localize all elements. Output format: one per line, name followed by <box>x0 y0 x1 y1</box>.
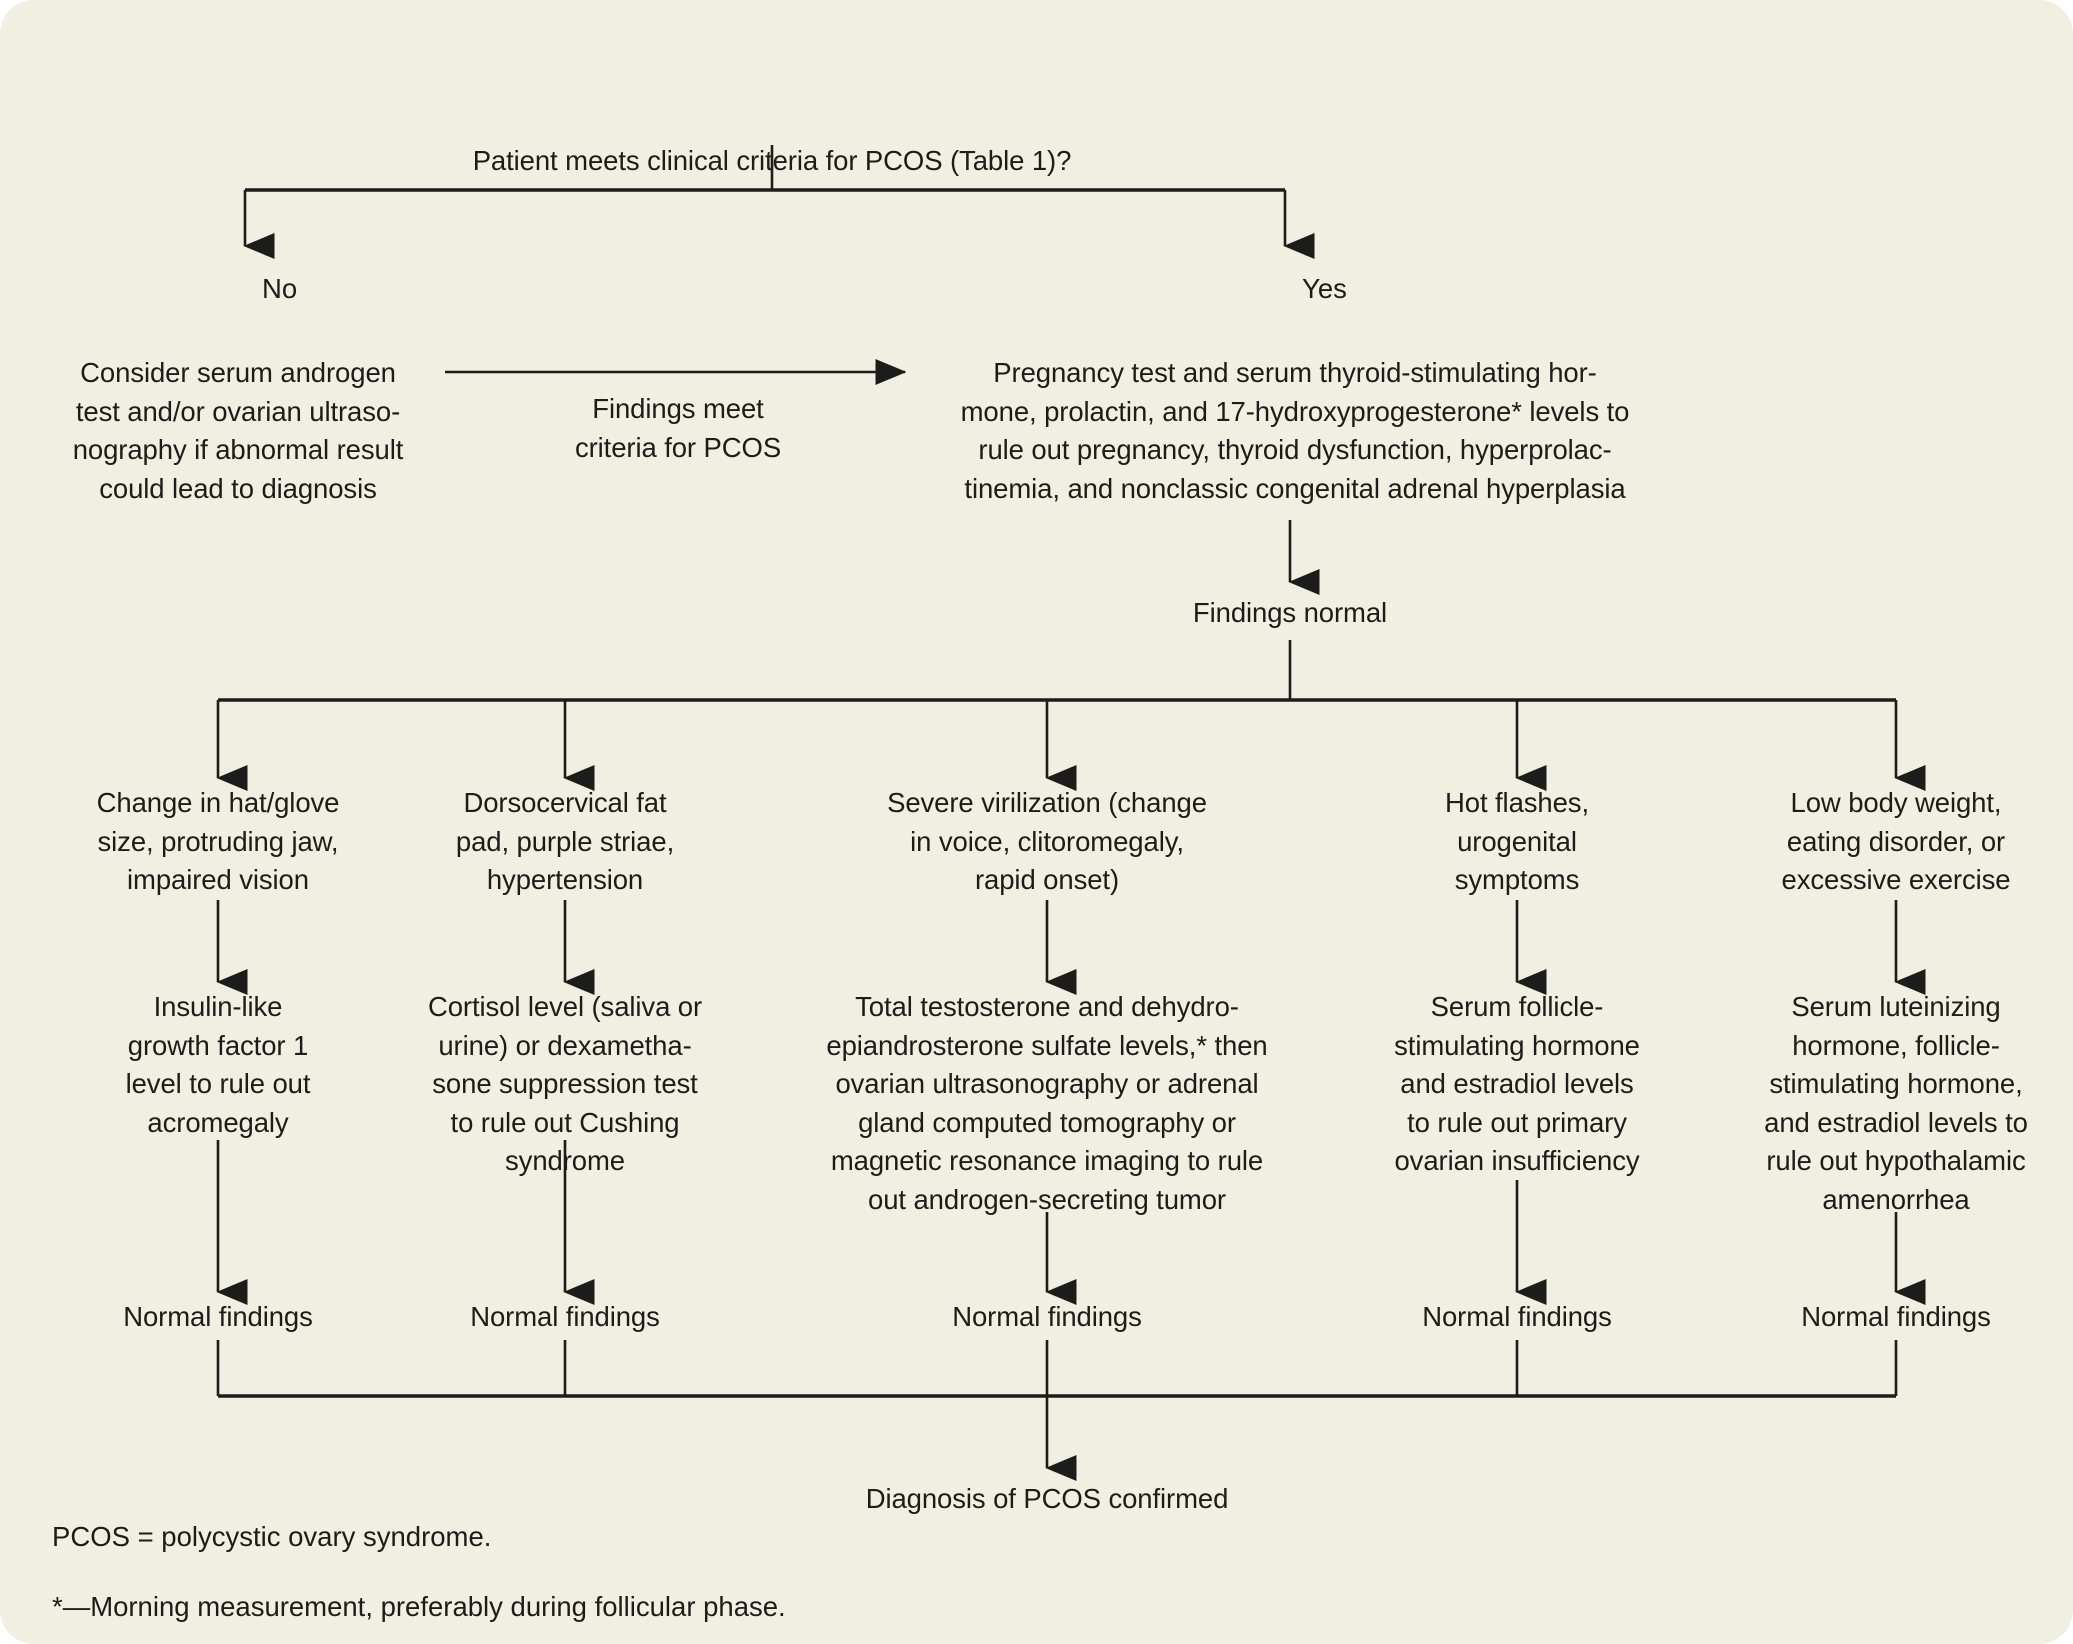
edge-findings-normal-to-columns <box>216 640 1926 791</box>
symptom-node-cushing: Dorsocervical fat pad, purple striae, hy… <box>455 787 675 895</box>
edge-label-findings-meet-criteria: Findings meet criteria for PCOS <box>574 393 782 463</box>
test-node-cushing: Cortisol level (saliva or urine) or dexa… <box>427 991 703 1176</box>
footnote-abbreviation: PCOS = polycystic ovary syndrome. <box>52 1521 492 1552</box>
edge-tests-to-results <box>216 1140 1926 1305</box>
edge-label-yes: Yes <box>1302 273 1347 304</box>
test-node-acromegaly: Insulin-like growth factor 1 level to ru… <box>125 991 311 1138</box>
result-node-hypothalamic-amenorrhea: Normal findings <box>1801 1301 1991 1332</box>
node-findings-normal: Findings normal <box>1192 597 1388 628</box>
result-node-primary-ovarian-insufficiency: Normal findings <box>1422 1301 1612 1332</box>
footnote-asterisk: *—Morning measurement, preferably during… <box>52 1591 786 1622</box>
node-initial-workup: Pregnancy test and serum thyroid-stimula… <box>960 357 1630 504</box>
test-node-primary-ovarian-insufficiency: Serum follicle- stimulating hormone and … <box>1394 991 1640 1176</box>
edge-results-merge-to-diagnosis <box>216 1340 1898 1481</box>
result-node-acromegaly: Normal findings <box>123 1301 313 1332</box>
symptom-node-androgen-tumor: Severe virilization (change in voice, cl… <box>887 787 1207 895</box>
symptom-node-hypothalamic-amenorrhea: Low body weight, eating disorder, or exc… <box>1781 787 2011 895</box>
symptom-node-primary-ovarian-insufficiency: Hot flashes, urogenital symptoms <box>1444 787 1589 895</box>
test-node-hypothalamic-amenorrhea: Serum luteinizing hormone, follicle- sti… <box>1764 991 2028 1215</box>
node-start: Patient meets clinical criteria for PCOS… <box>472 145 1072 176</box>
result-node-cushing: Normal findings <box>470 1301 660 1332</box>
edge-symptoms-to-tests <box>216 900 1926 995</box>
test-node-androgen-tumor: Total testosterone and dehydro- epiandro… <box>826 991 1268 1215</box>
node-no-branch: Consider serum androgen test and/or ovar… <box>72 357 404 504</box>
edge-label-no: No <box>262 273 298 304</box>
edge-start-to-split <box>243 145 1315 259</box>
node-diagnosis-confirmed: Diagnosis of PCOS confirmed <box>865 1483 1229 1514</box>
symptom-node-acromegaly: Change in hat/glove size, protruding jaw… <box>96 787 340 895</box>
result-node-androgen-tumor: Normal findings <box>952 1301 1142 1332</box>
